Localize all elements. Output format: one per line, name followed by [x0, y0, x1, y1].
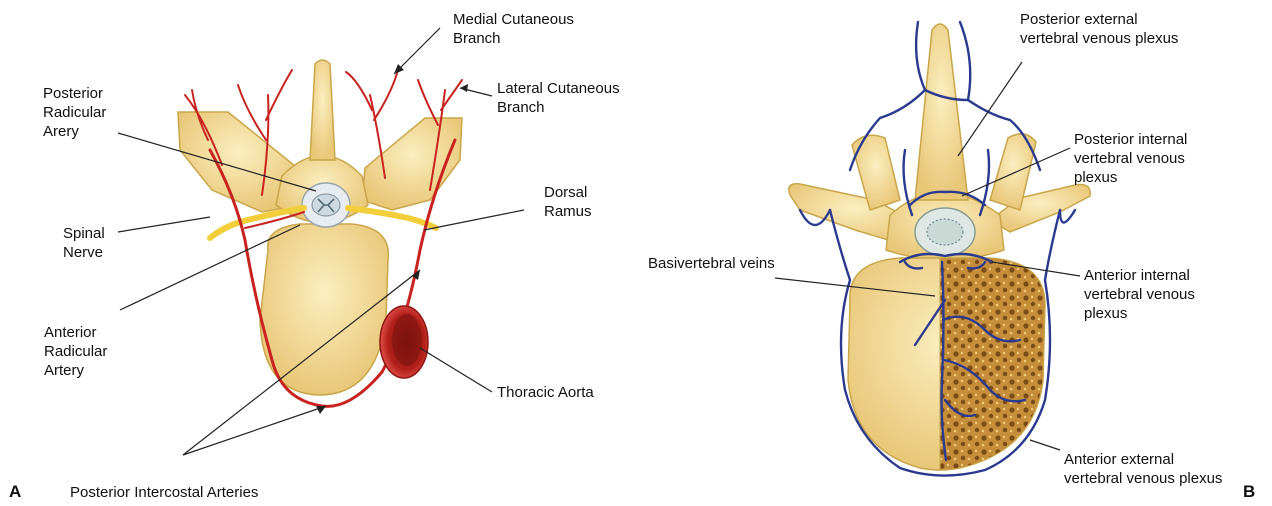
label-thoracic-aorta: Thoracic Aorta — [497, 383, 594, 402]
panel-a-letter: A — [9, 482, 21, 501]
label-lateral-cutaneous-branch: Lateral Cutaneous Branch — [497, 79, 620, 117]
label-medial-cutaneous-branch: Medial Cutaneous Branch — [453, 10, 574, 48]
label-basivertebral-veins: Basivertebral veins — [648, 254, 775, 273]
label-posterior-external-plexus: Posterior external vertebral venous plex… — [1020, 10, 1178, 48]
b-spinous-process — [915, 24, 968, 200]
label-anterior-external-plexus: Anterior external vertebral venous plexu… — [1064, 450, 1222, 488]
label-posterior-internal-plexus: Posterior internal vertebral venous plex… — [1074, 130, 1187, 187]
label-posterior-radicular-artery: Posterior Radicular Arery — [43, 84, 106, 141]
spinous-process — [310, 60, 335, 160]
label-spinal-nerve: Spinal Nerve — [63, 224, 105, 262]
label-anterior-internal-plexus: Anterior internal vertebral venous plexu… — [1084, 266, 1195, 323]
panel-b-letter: B — [1243, 482, 1255, 501]
b-spinal-cord — [927, 219, 963, 245]
label-anterior-radicular-artery: Anterior Radicular Artery — [44, 323, 107, 380]
thoracic-aorta — [380, 306, 428, 378]
label-posterior-intercostal-arteries: Posterior Intercostal Arteries — [70, 483, 258, 502]
label-dorsal-ramus: Dorsal Ramus — [544, 183, 592, 221]
